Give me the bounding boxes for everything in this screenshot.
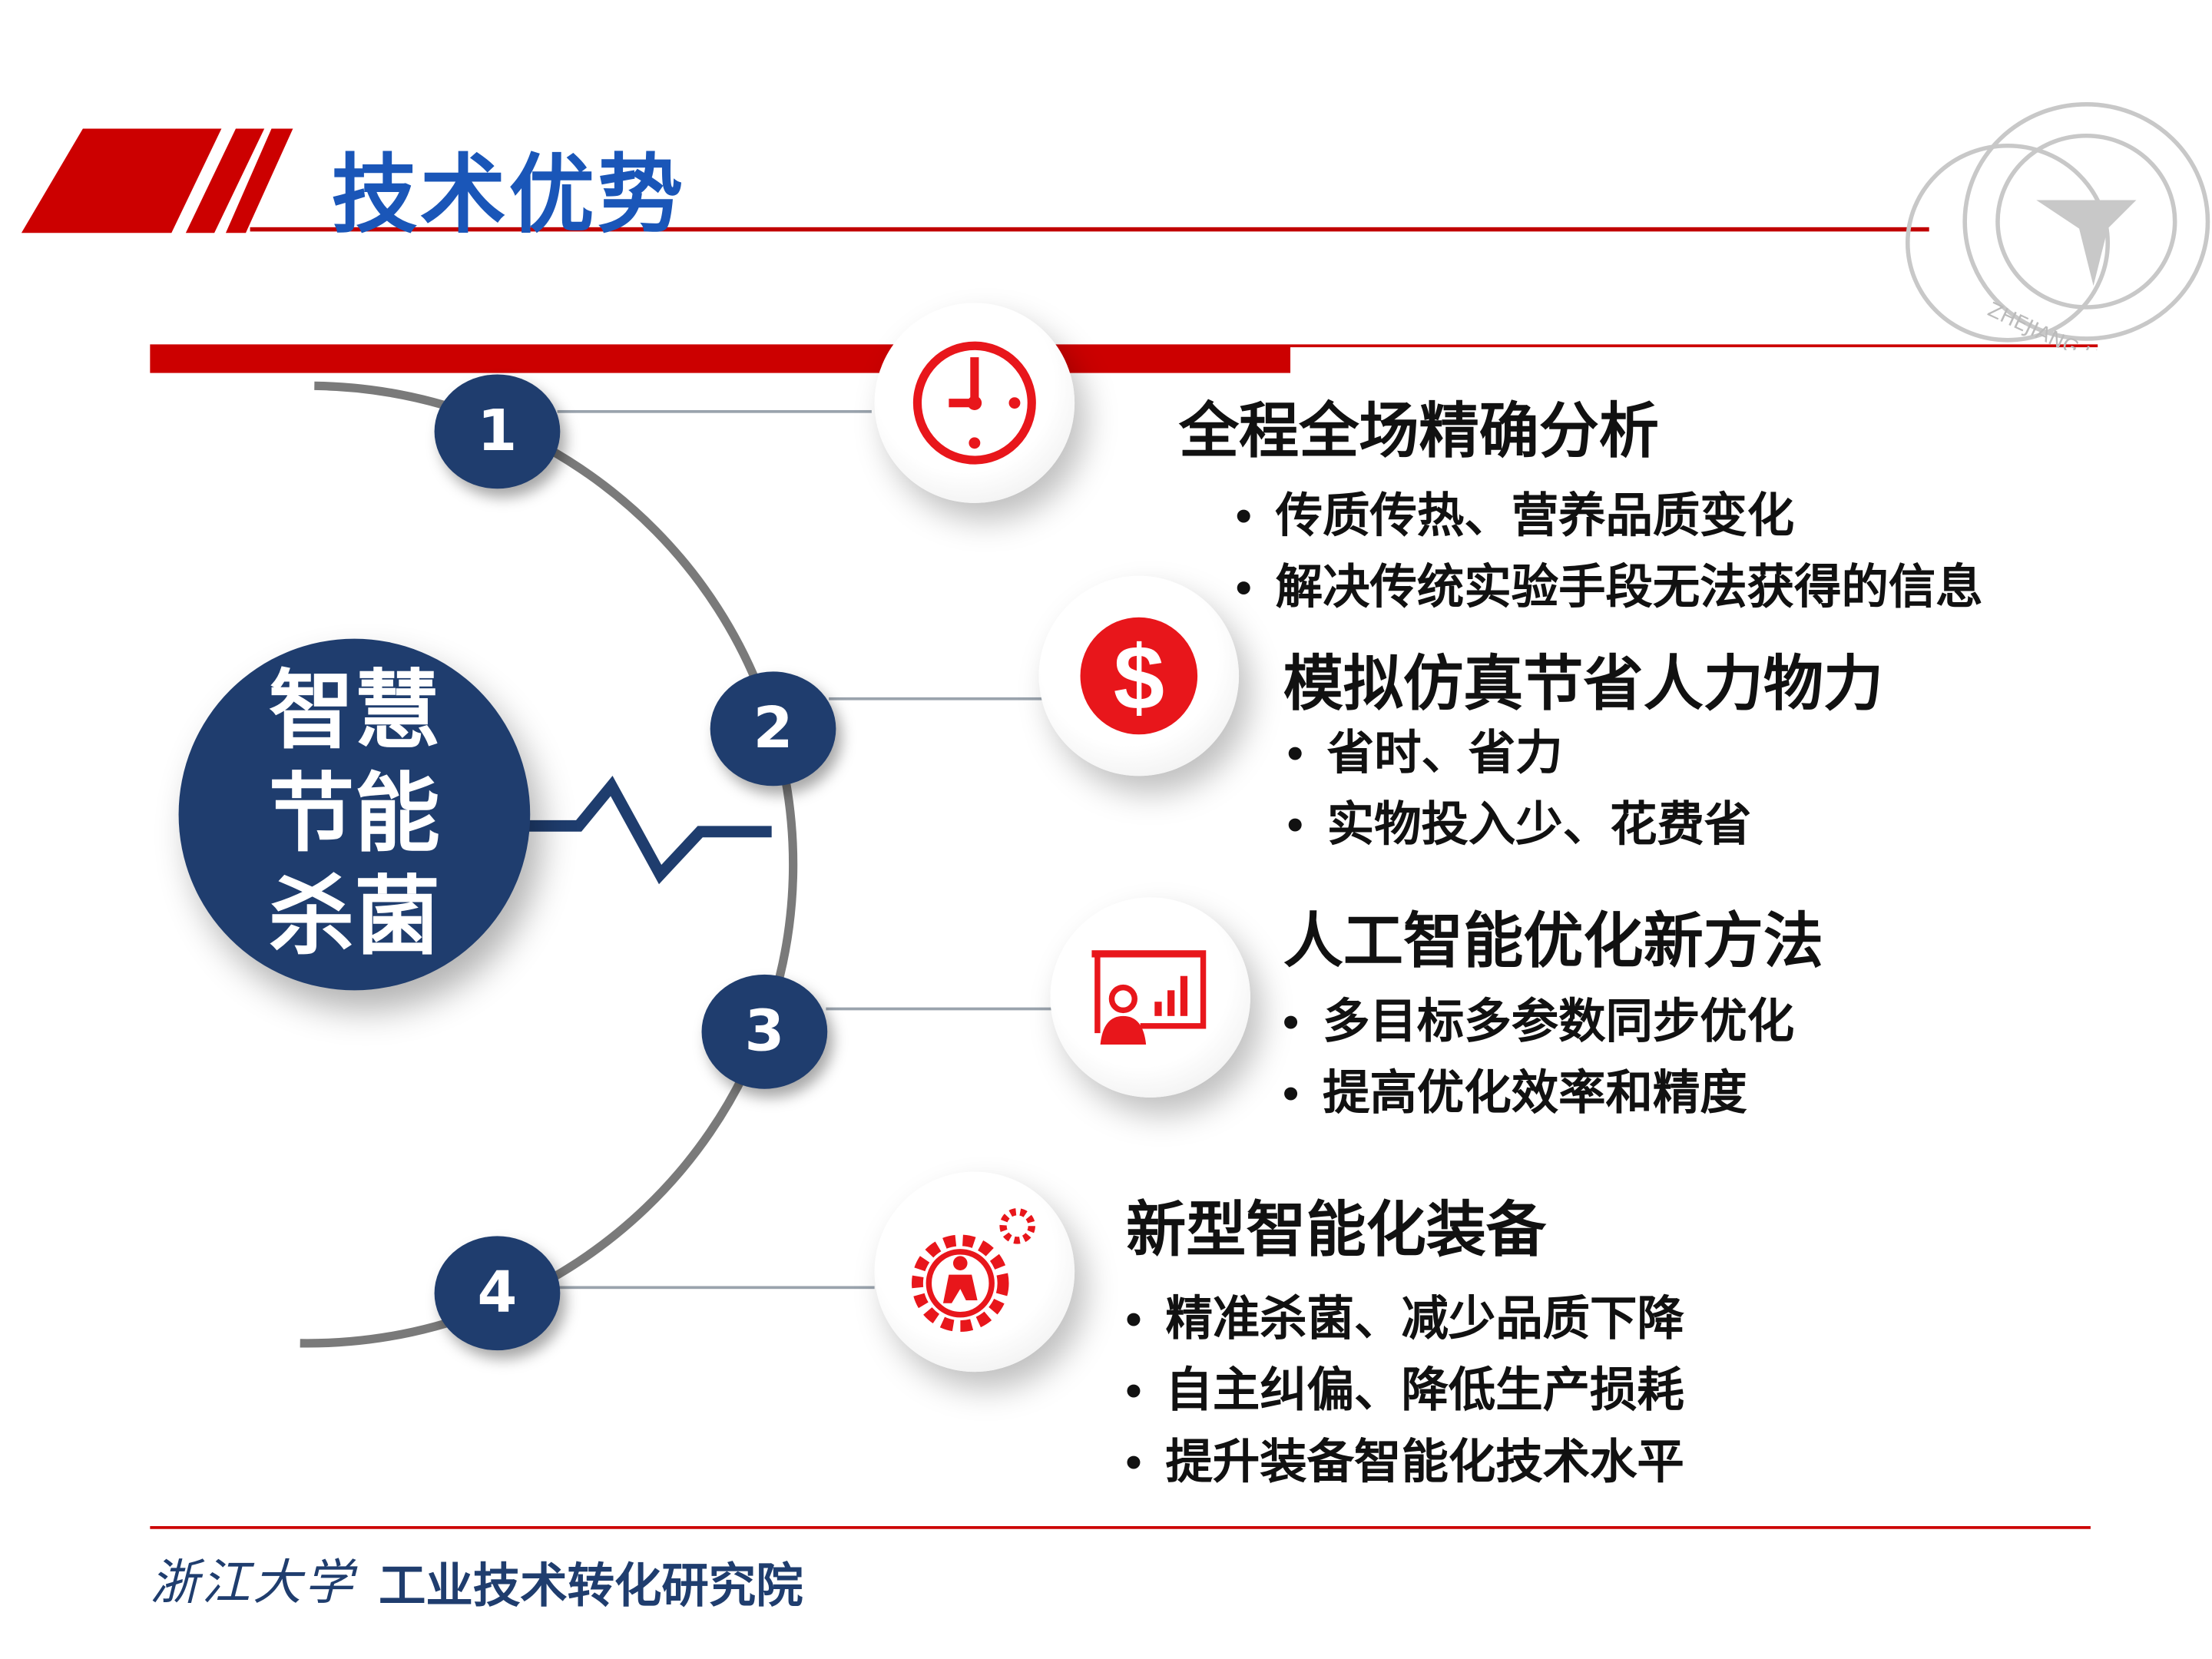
step-heading: 新型智能化装备	[1126, 1194, 1547, 1265]
step-heading: 人工智能优化新方法	[1283, 906, 1824, 976]
step-bullet: 传质传热、营养品质变化	[1232, 477, 1794, 545]
gear-worker-icon	[874, 1171, 1075, 1373]
center-line: 杀菌	[268, 867, 441, 968]
step-heading: 模拟仿真节省人力物力	[1283, 648, 1884, 719]
step-number-1: 1	[434, 374, 561, 489]
center-line: 智慧	[268, 661, 441, 762]
dollar-icon: $	[1038, 575, 1240, 777]
center-line: 节能	[268, 764, 441, 865]
connector-line	[829, 697, 1044, 700]
step-bullet: 实物投入少、花费省	[1283, 786, 1752, 854]
center-circle: 智慧 节能 杀菌	[178, 638, 531, 991]
step-bullet: 省时、省力	[1283, 714, 1563, 783]
clock-icon	[874, 303, 1075, 503]
step-number-2: 2	[710, 671, 836, 786]
connector-line	[557, 409, 872, 413]
presentation-chart-icon	[1050, 897, 1250, 1098]
page-title: 技术优势	[331, 145, 687, 247]
header-decoration	[21, 128, 2098, 373]
footer-divider	[150, 1526, 2091, 1529]
step-heading: 全程全场精确分析	[1178, 396, 1660, 466]
step-bullet: 多目标多参数同步优化	[1279, 983, 1794, 1051]
step-bullet: 精准杀菌、减少品质下降	[1121, 1280, 1684, 1349]
step-bullet: 提升装备智能化技术水平	[1121, 1423, 1684, 1492]
university-logo-text: 浙江大学	[150, 1555, 356, 1612]
university-seal-logo: ZHEJIANG UNIVERSITY	[1905, 102, 2210, 350]
step-bullet: 自主纠偏、降低生产损耗	[1121, 1352, 1684, 1420]
step-bullet: 提高优化效率和精度	[1279, 1055, 1747, 1123]
connector-line	[557, 1286, 875, 1290]
step-number-4: 4	[434, 1236, 561, 1351]
institute-name: 工业技术转化研究院	[379, 1557, 803, 1614]
step-bullet: 解决传统实验手段无法获得的信息	[1232, 548, 1983, 617]
connector-line	[826, 1007, 1052, 1011]
svg-text:$: $	[1114, 627, 1164, 729]
step-number-3: 3	[701, 974, 828, 1089]
